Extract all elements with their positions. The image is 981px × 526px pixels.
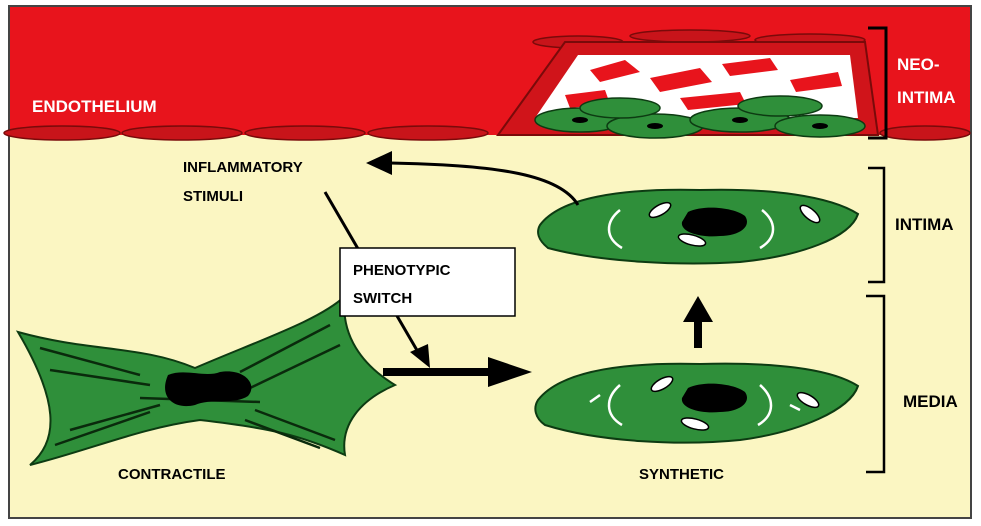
endothelial-cell xyxy=(4,126,120,140)
inflammatory-stimuli-line2: STIMULI xyxy=(183,188,243,205)
endothelial-cell xyxy=(368,126,488,140)
neointima-nucleus xyxy=(572,117,588,123)
media-label: MEDIA xyxy=(903,392,958,411)
phenotypic-switch-line2: SWITCH xyxy=(353,290,412,307)
endothelium-label: ENDOTHELIUM xyxy=(32,97,157,116)
contractile-label: CONTRACTILE xyxy=(118,466,226,483)
neointima-cell xyxy=(738,96,822,116)
synthetic-nucleus xyxy=(682,208,747,237)
neointima-nucleus xyxy=(732,117,748,123)
neointima-nucleus xyxy=(812,123,828,129)
neointima-cell xyxy=(580,98,660,118)
endothelial-cell xyxy=(880,126,970,140)
endothelial-cell xyxy=(122,126,242,140)
neointima-nucleus xyxy=(647,123,663,129)
endothelial-cell xyxy=(630,30,750,42)
phenotypic-switch-line1: PHENOTYPIC xyxy=(353,262,451,279)
inflammatory-stimuli-line1: INFLAMMATORY xyxy=(183,159,303,176)
phenotypic-switch-box: PHENOTYPIC SWITCH xyxy=(340,248,515,316)
synthetic-nucleus xyxy=(682,384,747,413)
neointima-label-line2: INTIMA xyxy=(897,88,956,107)
intima-label: INTIMA xyxy=(895,215,954,234)
neointima-label-line1: NEO- xyxy=(897,55,940,74)
synthetic-label: SYNTHETIC xyxy=(639,466,724,483)
endothelial-cell xyxy=(245,126,365,140)
neointima-plaque xyxy=(498,42,878,138)
